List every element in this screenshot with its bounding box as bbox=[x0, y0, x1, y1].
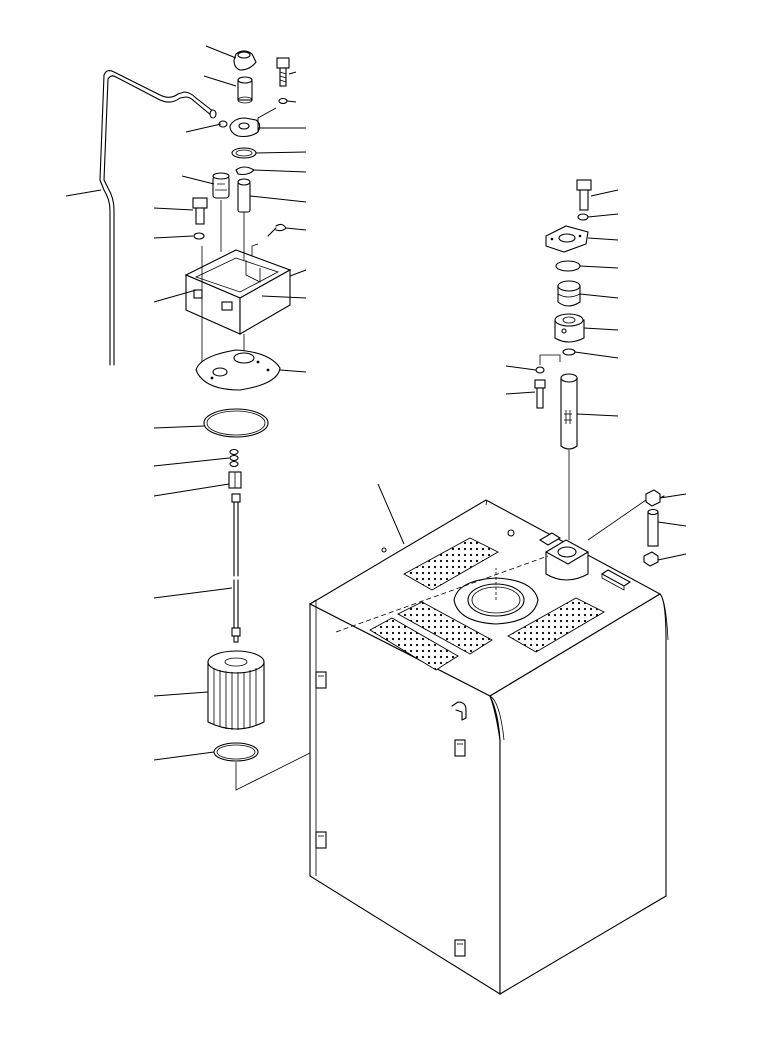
sleeve bbox=[237, 76, 253, 104]
spring bbox=[229, 448, 239, 468]
cap-bolt bbox=[276, 57, 290, 87]
hook-pin bbox=[267, 223, 287, 237]
tank-bracket-3 bbox=[454, 739, 466, 757]
washer-small bbox=[278, 97, 288, 105]
lifting-hook bbox=[451, 701, 467, 721]
tank-bracket-2 bbox=[315, 831, 327, 849]
top-cover-plate-3 bbox=[369, 617, 459, 671]
level-gauge bbox=[600, 569, 632, 591]
tank-bracket-4 bbox=[454, 939, 466, 957]
flange-plate bbox=[229, 117, 261, 138]
inspection-port bbox=[453, 577, 539, 625]
callout-leaders bbox=[65, 45, 687, 761]
spool bbox=[237, 178, 251, 213]
strainer-cap bbox=[557, 280, 581, 307]
breather-pipe bbox=[99, 69, 215, 366]
filter-case bbox=[184, 243, 292, 335]
top-cover-plate-4 bbox=[507, 597, 605, 653]
valve-body bbox=[212, 172, 230, 199]
tank-bracket-1 bbox=[315, 671, 327, 689]
short-hose bbox=[647, 508, 659, 547]
top-cover-plate-1 bbox=[403, 537, 499, 591]
base-plate bbox=[195, 349, 281, 391]
rod-nut bbox=[228, 471, 242, 489]
strainer-housing bbox=[554, 313, 585, 343]
strainer-seal bbox=[562, 348, 576, 356]
strainer-o-ring bbox=[555, 260, 581, 272]
strainer-side-bolt bbox=[534, 379, 546, 409]
filter-cap bbox=[233, 50, 257, 71]
snap-ring bbox=[235, 166, 255, 176]
strainer-washer-2 bbox=[535, 366, 545, 374]
elbow-fitting-bottom bbox=[643, 551, 659, 567]
strainer-boss bbox=[544, 539, 590, 581]
top-cover-plate-2 bbox=[397, 601, 493, 655]
elbow-fitting-top bbox=[645, 489, 665, 507]
strainer-cover bbox=[545, 225, 589, 253]
strainer-bolt bbox=[576, 179, 592, 211]
left-filter-assembly bbox=[99, 50, 341, 791]
strainer-tube bbox=[560, 373, 578, 450]
hydraulic-tank bbox=[308, 499, 669, 995]
right-strainer-assembly bbox=[534, 179, 665, 567]
filter-element bbox=[207, 650, 265, 730]
washer-left bbox=[193, 232, 205, 240]
strainer-washer bbox=[577, 213, 589, 221]
box-bolt bbox=[192, 197, 208, 225]
bottom-o-ring bbox=[213, 742, 259, 762]
center-rod bbox=[231, 493, 241, 643]
case-gasket bbox=[203, 408, 269, 438]
